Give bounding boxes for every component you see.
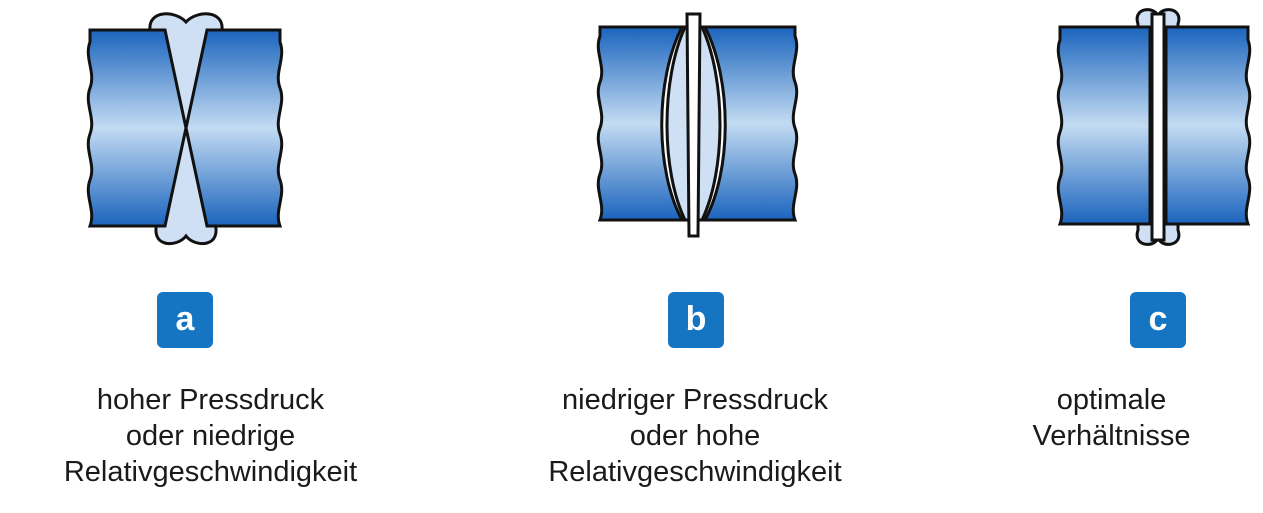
panel-c: c optimale Verhältnisse: [960, 0, 1263, 513]
pipe-right-c: [1164, 25, 1252, 226]
weld-diagram-b: [596, 12, 799, 238]
panel-b: b niedriger Pressdruck oder hohe Relativ…: [485, 0, 905, 513]
pipe-right-b: [702, 25, 799, 222]
weld-seam-c: [1150, 12, 1166, 242]
pipe-left-a: [86, 28, 188, 228]
caption-b-line-2: oder hohe: [629, 420, 761, 452]
pipe-left-b: [596, 25, 685, 222]
caption-c: optimale Verhältnisse: [960, 382, 1263, 454]
caption-a-line-3: Relativgeschwindigkeit: [63, 456, 358, 488]
caption-b-line-1: niedriger Pressdruck: [562, 384, 828, 416]
panel-a: a hoher Pressdruck oder niedrige Relativ…: [0, 0, 421, 513]
label-badge-b: b: [668, 292, 724, 348]
caption-a: hoher Pressdruck oder niedrige Relativge…: [0, 382, 421, 490]
weld-diagram-c: [1056, 8, 1252, 246]
pipe-left-c: [1056, 25, 1152, 226]
weld-diagram-a: [86, 12, 284, 245]
caption-b: niedriger Pressdruck oder hohe Relativge…: [485, 382, 905, 490]
caption-a-line-1: hoher Pressdruck: [96, 384, 325, 416]
pipe-right-a: [184, 28, 284, 228]
weld-bead-b: [685, 12, 702, 238]
caption-c-line-2: Verhältnisse: [1032, 420, 1191, 452]
caption-c-line-1: optimale: [1056, 384, 1167, 416]
label-badge-a: a: [157, 292, 213, 348]
caption-a-line-2: oder niedrige: [125, 420, 296, 452]
label-badge-c: c: [1130, 292, 1186, 348]
caption-b-line-3: Relativgeschwindigkeit: [548, 456, 842, 488]
